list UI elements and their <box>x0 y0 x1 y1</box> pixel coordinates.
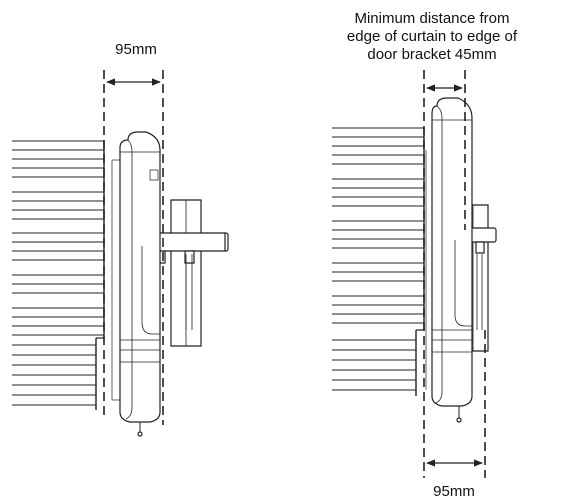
minimum-distance-line-1: Minimum distance from <box>354 10 510 27</box>
right-dimension-label: 95mm <box>433 483 475 500</box>
minimum-distance-line-2: edge of curtain to edge of <box>346 28 518 45</box>
right-figure <box>332 70 496 478</box>
left-dimension-label: 95mm <box>115 41 157 58</box>
left-closer-unit <box>112 132 160 436</box>
right-curtain-slats <box>332 128 424 390</box>
right-closer-unit <box>426 98 472 422</box>
minimum-distance-line-3: door bracket 45mm <box>367 46 497 63</box>
left-figure <box>12 70 228 436</box>
minimum-distance-label: Minimum distance from edge of curtain to… <box>310 10 554 64</box>
left-curtain-slats <box>12 141 104 405</box>
